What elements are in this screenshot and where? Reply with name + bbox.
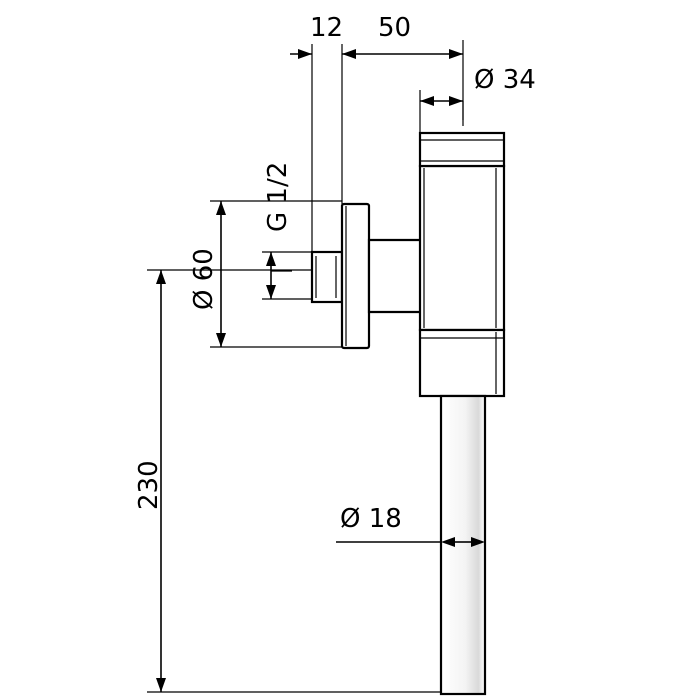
- valve-housing: [418, 164, 506, 332]
- label-projection: 50: [378, 13, 411, 43]
- label-head-diameter: Ø 34: [474, 65, 536, 95]
- valve-lower-collar: [418, 328, 506, 398]
- label-pipe-diameter: Ø 18: [340, 504, 402, 534]
- label-height: 230: [134, 460, 164, 510]
- dimension-lines: [147, 40, 485, 693]
- flush-pipe: [439, 394, 487, 696]
- dimension-labels: 12 50 Ø 34 G 1/2 Ø 60 230 Ø 18: [134, 13, 536, 534]
- valve-body: [310, 131, 506, 696]
- label-thread: G 1/2: [263, 162, 293, 232]
- label-wall-offset: 12: [310, 13, 343, 43]
- threaded-connector: [310, 250, 344, 304]
- label-flange-diameter: Ø 60: [189, 248, 219, 310]
